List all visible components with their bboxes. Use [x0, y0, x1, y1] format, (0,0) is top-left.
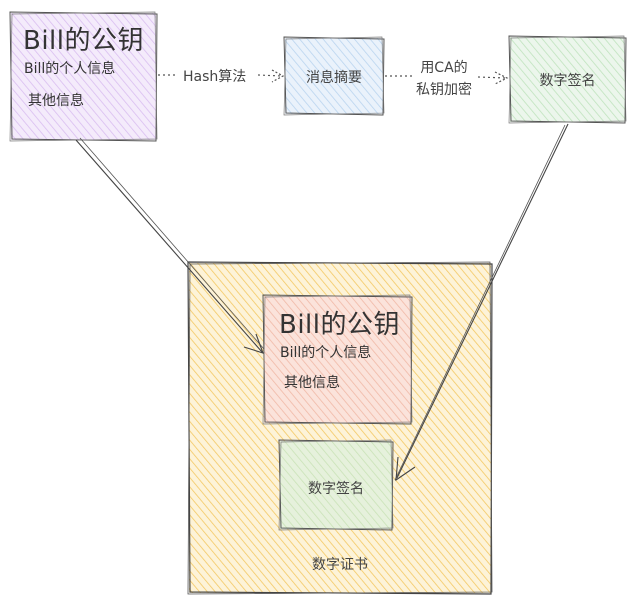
certificate-key-title: Bill的公钥	[279, 310, 401, 340]
certificate-signature-box	[278, 439, 394, 531]
source-key-title: Bill的公钥	[23, 26, 145, 56]
signature-box	[508, 35, 627, 124]
hash-label: Hash算法	[183, 69, 247, 85]
encrypt-label-line2: 私钥加密	[416, 82, 472, 98]
encrypt-label-line1: 用CA的	[420, 60, 468, 76]
certificate-other-info: 其他信息	[284, 375, 340, 391]
certificate-personal-info: Bill的个人信息	[280, 345, 372, 361]
copy-key-arrow	[75, 137, 265, 354]
signature-label: 数字签名	[539, 73, 596, 89]
source-personal-info: Bill的个人信息	[24, 61, 116, 77]
hash-arrow	[158, 69, 285, 83]
certificate-signature-label: 数字签名	[308, 481, 364, 497]
certificate-caption: 数字证书	[312, 557, 368, 573]
copy-signature-arrow	[394, 123, 569, 482]
digest-label: 消息摘要	[306, 70, 362, 86]
source-other-info: 其他信息	[28, 93, 84, 109]
source-key-box	[9, 11, 158, 142]
certificate-key-box	[262, 294, 413, 425]
digest-box	[283, 36, 385, 116]
encrypt-arrow	[385, 71, 509, 85]
